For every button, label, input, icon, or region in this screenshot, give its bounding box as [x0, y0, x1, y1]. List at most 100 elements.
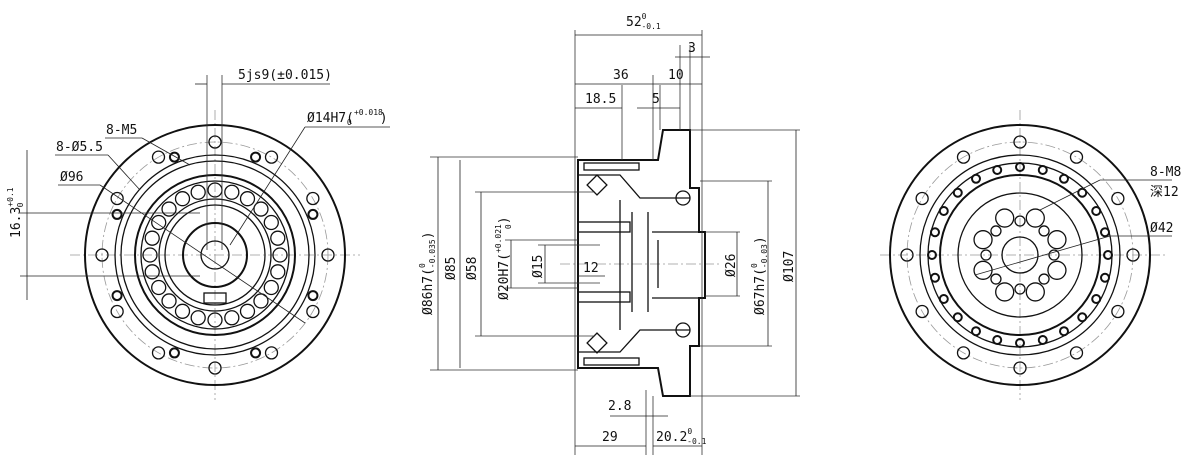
hole-pattern	[900, 135, 1140, 375]
through-hole	[1013, 135, 1027, 149]
through-hole	[306, 191, 320, 206]
through-hole	[1069, 150, 1084, 164]
roller	[144, 230, 160, 246]
tapped-hole	[1025, 208, 1045, 228]
tapped-hole	[1047, 230, 1067, 250]
bolt-hole	[971, 326, 981, 337]
pin-hole	[1014, 215, 1026, 227]
pin-hole	[1014, 283, 1026, 295]
bolt-hole	[1037, 164, 1048, 175]
length-29-dimension: 29	[602, 430, 618, 445]
bolt-hole	[1100, 272, 1111, 283]
roller	[253, 293, 269, 309]
tapped-holes-label: 8-M8	[1150, 165, 1181, 180]
tapped-hole	[168, 151, 180, 163]
length-2-8-dimension: 2.8	[608, 399, 631, 414]
through-hole	[956, 346, 971, 360]
roller	[224, 310, 240, 326]
overall-length-dimension: 520-0.1	[626, 12, 661, 31]
tapped-holes-label: 8-M5	[106, 123, 137, 138]
roller	[190, 310, 206, 326]
bolt-hole	[952, 187, 963, 198]
pin-hole	[990, 273, 1002, 285]
roller	[151, 279, 167, 296]
tapped-hole	[973, 230, 993, 250]
through-hole	[151, 150, 166, 164]
bolt-hole	[952, 312, 963, 323]
roller	[272, 247, 288, 263]
tapped-hole	[973, 260, 993, 280]
length-5-dimension: 5	[652, 92, 660, 107]
through-hole	[151, 346, 166, 360]
tapped-hole	[307, 208, 319, 220]
pin-hole	[1038, 273, 1050, 285]
length-10-dimension: 10	[668, 68, 684, 83]
roller	[270, 264, 286, 280]
bolt-hole	[929, 272, 940, 283]
roller	[144, 264, 160, 280]
bolt-hole	[1100, 227, 1111, 238]
pin-hole	[980, 249, 992, 261]
length-36-dimension: 36	[613, 68, 629, 83]
through-hole	[1013, 361, 1027, 375]
through-hole	[956, 150, 971, 164]
bolt-hole	[929, 227, 940, 238]
thread-depth-label: 深12	[1150, 185, 1179, 200]
through-hole	[915, 191, 929, 206]
bolt-hole	[938, 206, 949, 216]
pitch-circle-label: Ø96	[60, 170, 83, 185]
bolt-hole	[1091, 294, 1102, 304]
diameter-20-dimension: Ø20H7(+0.0210)	[494, 216, 513, 300]
bolt-hole	[1015, 162, 1025, 172]
roller-ring	[142, 182, 288, 328]
through-hole	[208, 361, 222, 375]
roller	[190, 184, 206, 200]
through-hole	[1126, 248, 1140, 262]
tapped-hole	[1047, 260, 1067, 280]
through-hole	[208, 135, 222, 149]
roller	[174, 303, 191, 319]
roller	[263, 279, 279, 296]
bolt-hole	[1015, 338, 1025, 348]
roller	[224, 184, 240, 200]
pin-hole	[1038, 225, 1050, 237]
roller	[161, 293, 177, 309]
roller	[239, 303, 256, 319]
through-hole	[110, 191, 124, 206]
section-view: 520-0.1 3 36 10 18.5 5 2.8 29 20.20-0.1 …	[418, 12, 800, 455]
tapped-hole	[168, 347, 180, 359]
bolt-hole	[1103, 250, 1113, 260]
bolt-hole	[1091, 206, 1102, 216]
through-hole-pattern	[95, 135, 335, 375]
roller	[207, 312, 223, 328]
tapped-hole	[250, 347, 262, 359]
roller	[142, 247, 158, 263]
through-hole	[1111, 191, 1125, 206]
diameter-15-dimension: Ø15	[531, 255, 546, 278]
bolt-hole	[1037, 335, 1048, 346]
through-hole	[264, 150, 279, 164]
roller	[270, 230, 286, 246]
tapped-hole	[250, 151, 262, 163]
through-hole	[95, 248, 109, 262]
diameter-107-dimension: Ø107	[782, 251, 797, 282]
tapped-hole	[111, 290, 123, 302]
bolt-hole	[927, 250, 937, 260]
through-hole	[1069, 346, 1084, 360]
keyway-dimension: 5js9(±0.015)	[238, 68, 332, 83]
pilot-diameter-label: Ø42	[1150, 221, 1173, 236]
through-hole	[1111, 304, 1125, 319]
through-hole	[306, 304, 320, 319]
diameter-86-dimension: Ø86h7(0-0.035)	[418, 231, 437, 315]
flange-thickness-3-dimension: 3	[688, 41, 696, 56]
roller	[239, 191, 256, 207]
tapped-hole	[111, 208, 123, 220]
bolt-hole	[1077, 312, 1088, 323]
tapped-hole	[307, 290, 319, 302]
roller	[263, 214, 279, 231]
bolt-hole	[971, 173, 981, 184]
